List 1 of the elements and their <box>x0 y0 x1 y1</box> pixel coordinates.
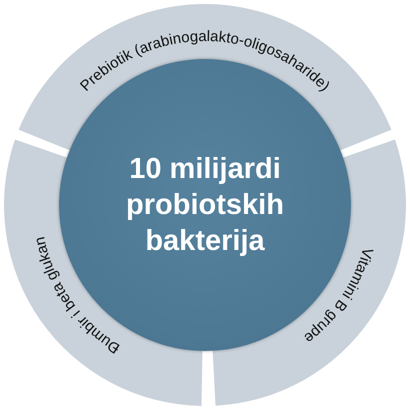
center-label: 10 milijardi probiotskih bakterija <box>125 152 285 259</box>
